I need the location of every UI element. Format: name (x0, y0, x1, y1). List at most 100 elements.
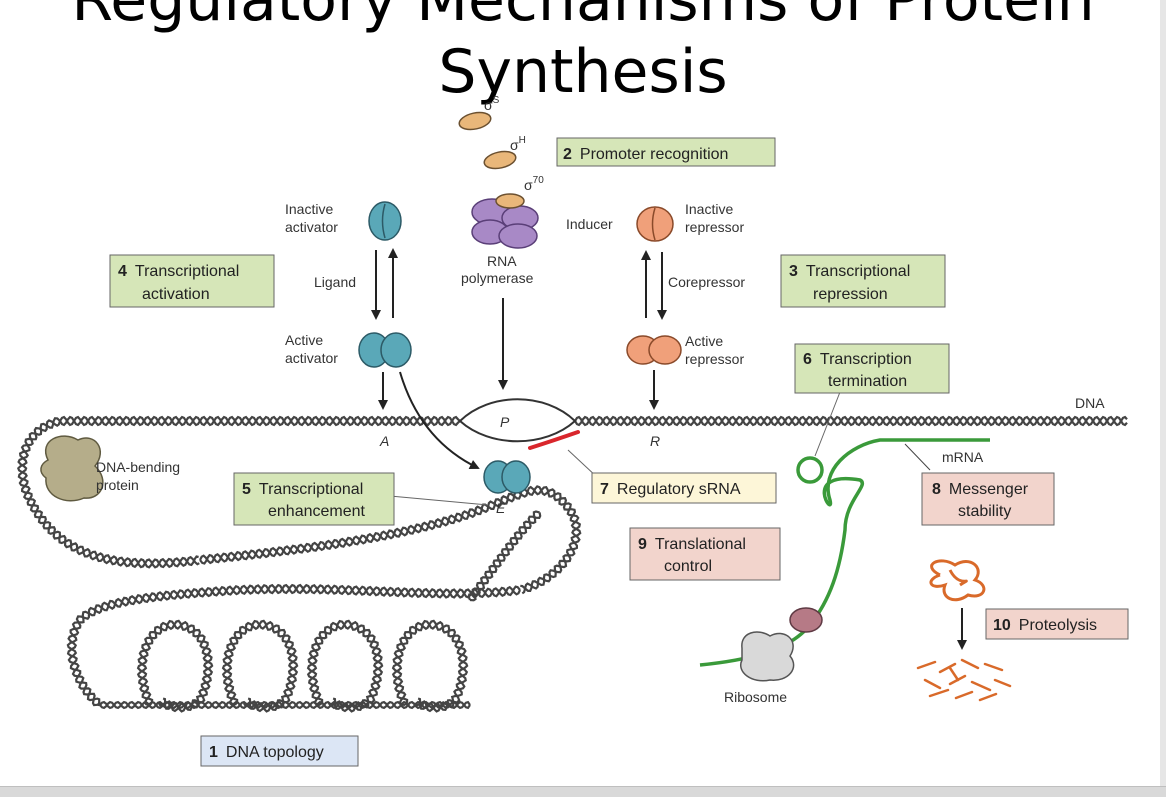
sigma-h-label: σH (510, 135, 526, 153)
protein-fragment (960, 658, 980, 670)
ribosome (739, 607, 823, 682)
rna-polymerase (471, 193, 539, 249)
svg-text:termination: termination (828, 373, 907, 390)
svg-text:activation: activation (142, 286, 210, 303)
protein-fragment (948, 666, 960, 682)
mrna-label: mRNA (942, 449, 984, 465)
site-p-label: P (500, 414, 510, 430)
active-repressor-label-2: repressor (685, 351, 744, 367)
dna-supercoil-2-strand-2 (221, 619, 299, 713)
svg-text:control: control (664, 558, 712, 575)
inactive-repressor (636, 206, 674, 242)
dna-bending-label-2: protein (96, 477, 139, 493)
promoter-bubble (458, 398, 577, 443)
corepressor-label: Corepressor (668, 274, 745, 290)
protein-fragment (983, 662, 1004, 672)
dna-lower-path-strand-2 (66, 583, 521, 707)
dna-main-right-strand-1 (574, 415, 1128, 427)
protein-fragment (954, 690, 974, 700)
protein-fragment (928, 688, 950, 698)
site-e-label: E (496, 500, 506, 516)
dna-bending-protein (40, 435, 104, 502)
sigma-s-label: σS (484, 95, 500, 113)
right-border (1160, 0, 1166, 796)
active-activator-label-1: Active (285, 332, 323, 348)
folded-protein (929, 559, 986, 602)
dna-left-curve-strand-2 (17, 419, 200, 569)
sigma-70-label: σ70 (524, 175, 544, 193)
protein-fragment (916, 660, 937, 670)
footer-bar (0, 786, 1166, 797)
protein-fragment (978, 692, 998, 702)
dna-supercoil-3-strand-2 (306, 619, 384, 713)
inactive-repressor-label-2: repressor (685, 219, 744, 235)
dna-main-left-strand-1 (59, 415, 461, 427)
active-activator-label-2: activator (285, 350, 338, 366)
protein-fragment (923, 678, 942, 690)
svg-text:stability: stability (958, 503, 1011, 520)
slide-title-line-1: Regulatory Mechanisms of Protein (71, 0, 1095, 35)
active-repressor-label-1: Active (685, 333, 723, 349)
dna-main-left-strand-2 (59, 415, 461, 427)
dna-lower-path-strand-1 (66, 583, 521, 707)
sigma-s-factor (458, 111, 492, 131)
enhancer-bound-activator (483, 460, 531, 494)
dna-helix (17, 415, 1128, 713)
dna-connector-strand-2 (467, 512, 542, 601)
rna-polymerase-label-1: RNA (487, 253, 517, 269)
ribosome-label: Ribosome (724, 689, 787, 705)
terminator-hairpin (796, 456, 824, 484)
protein-fragment (993, 678, 1012, 688)
slide-title-line-2: Synthesis (438, 37, 728, 107)
dna-enhancer-loop-strand-2 (199, 485, 582, 595)
dna-label: DNA (1075, 395, 1105, 411)
inactive-repressor-label-1: Inactive (685, 201, 733, 217)
site-a-label: A (379, 433, 389, 449)
svg-text:enhancement: enhancement (268, 503, 366, 520)
ligand-label: Ligand (314, 274, 356, 290)
dna-bottom-strand-2 (99, 700, 471, 710)
activator-to-e-arrow (399, 371, 480, 470)
protein-fragment (970, 680, 992, 692)
termination-leader (814, 391, 841, 457)
sigma-h-factor (483, 150, 517, 170)
active-repressor (626, 335, 682, 365)
enhancement-leader (389, 495, 489, 506)
dna-supercoil-4-strand-2 (391, 619, 469, 713)
dna-main-right-strand-2 (574, 415, 1128, 427)
rna-polymerase-label-2: polymerase (461, 270, 534, 286)
dna-bending-label-1: DNA-bending (96, 459, 180, 475)
inducer-label: Inducer (566, 216, 613, 232)
svg-text:repression: repression (813, 286, 888, 303)
protein-fragment (938, 662, 957, 674)
protein-fragments (916, 658, 1012, 702)
inactive-activator-label-1: Inactive (285, 201, 333, 217)
dna-supercoil-1-strand-2 (136, 619, 214, 713)
inactive-activator (368, 201, 402, 241)
inactive-activator-label-2: activator (285, 219, 338, 235)
regulatory-srna (528, 430, 580, 450)
mrna-label-leader (904, 443, 931, 471)
active-activator (358, 332, 412, 368)
mrna-strand (699, 438, 990, 667)
